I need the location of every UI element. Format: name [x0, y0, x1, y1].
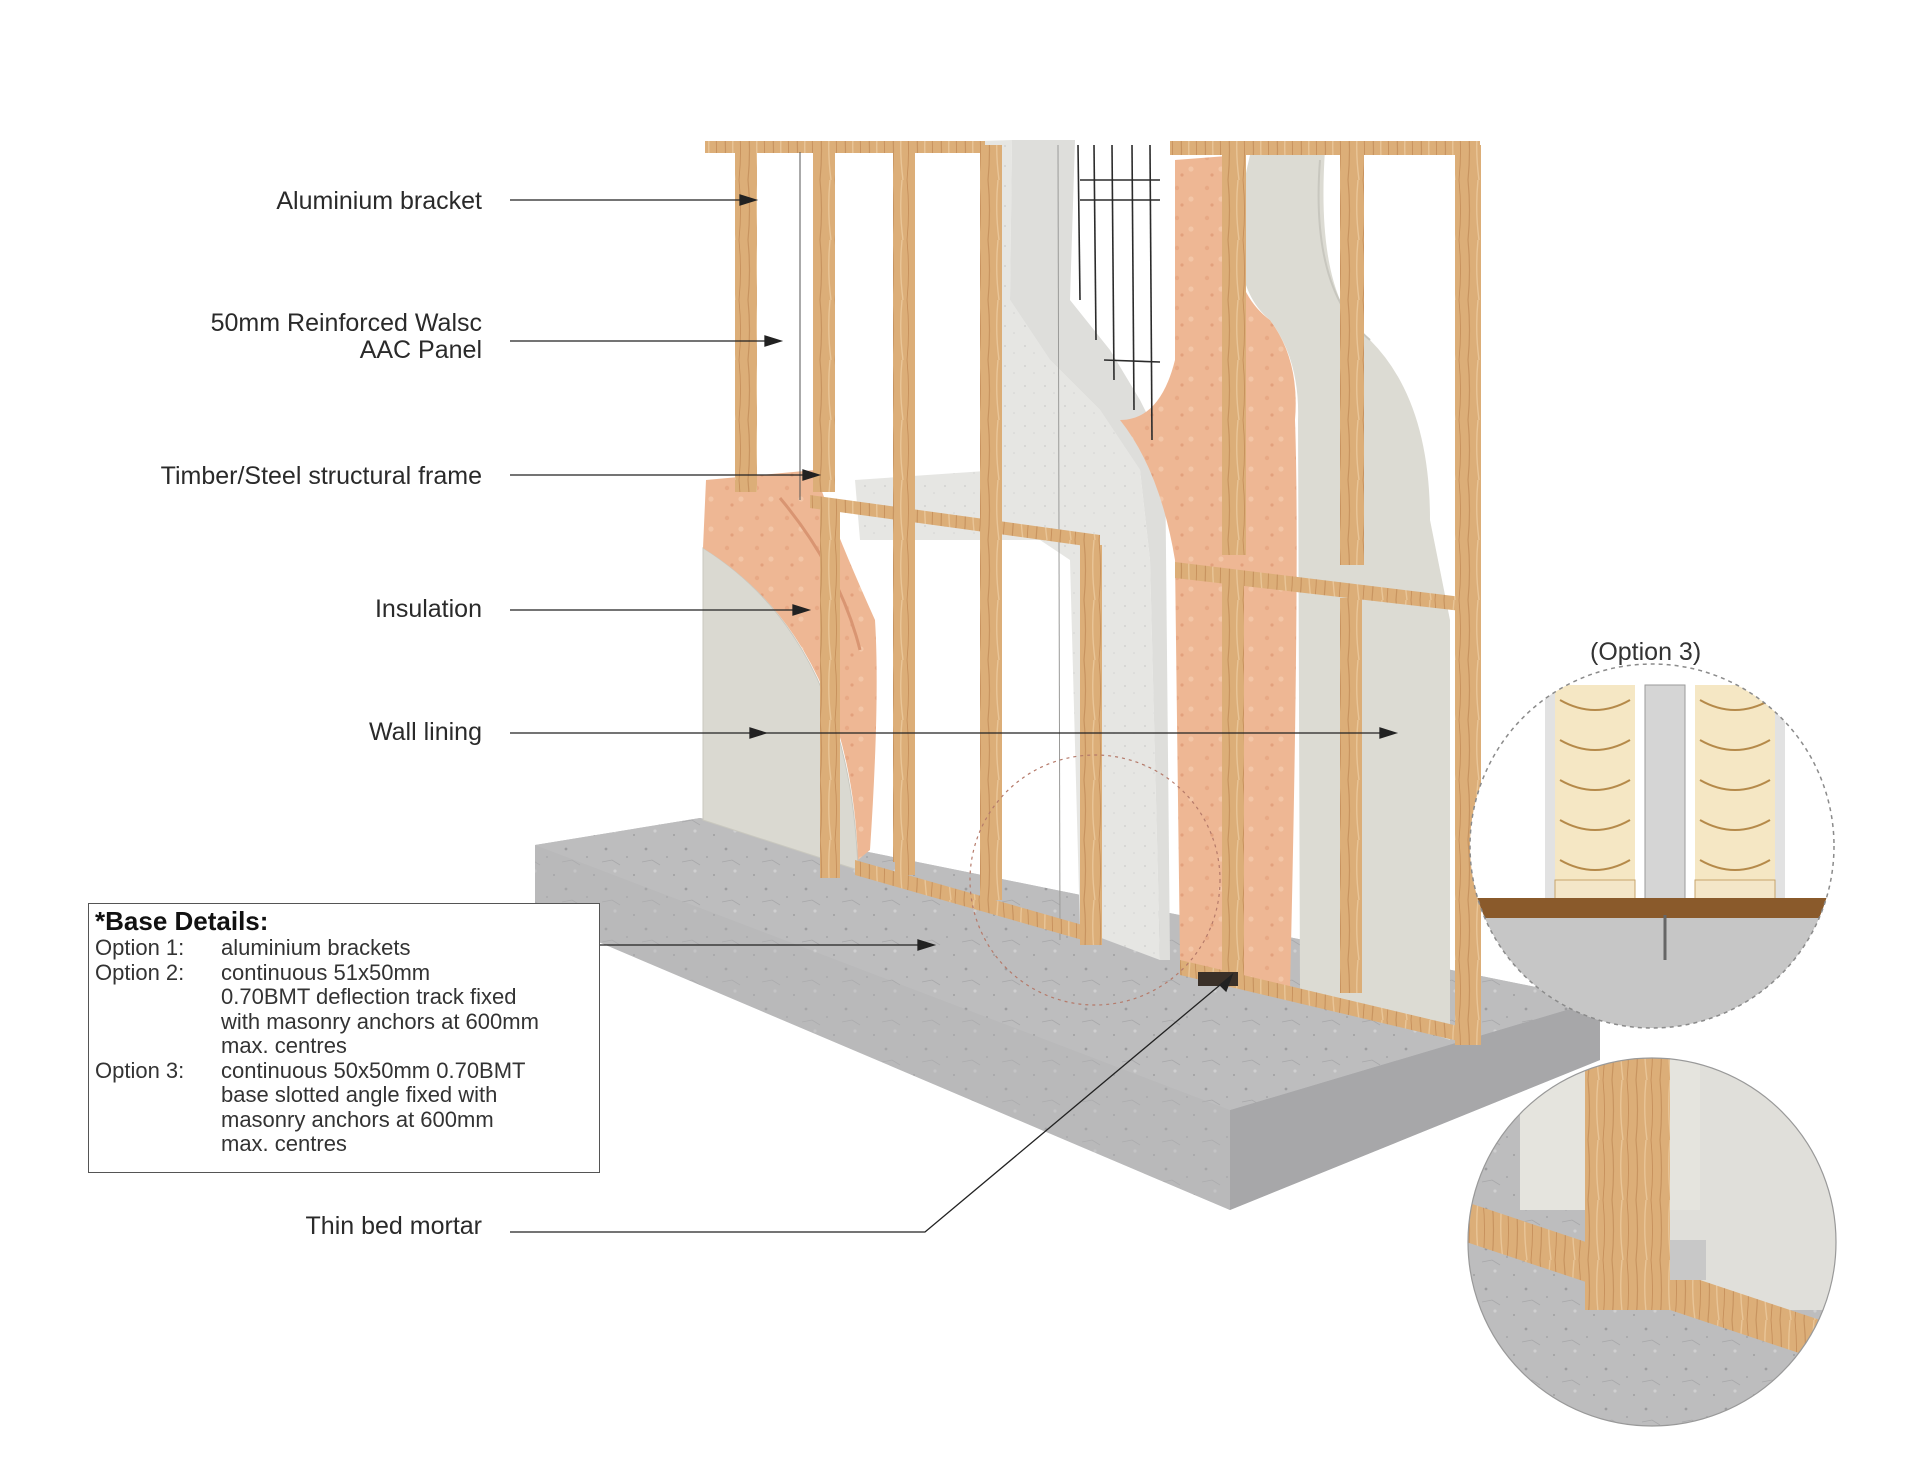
option-key: Option 2: — [95, 959, 185, 985]
base-option-3: Option 3: continuous 50x50mm 0.70BMT bas… — [95, 1057, 593, 1157]
zoom-indicator — [969, 754, 1221, 1006]
option-line: with masonry anchors at 600mm — [221, 1008, 539, 1034]
detail-circle-corner — [1467, 1057, 1837, 1427]
label-insulation: Insulation — [374, 595, 482, 623]
label-structural-frame: Timber/Steel structural frame — [160, 462, 482, 490]
option-text: continuous 51x50mm 0.70BMT deflection tr… — [221, 959, 593, 1059]
option-text: aluminium brackets — [221, 935, 593, 961]
option-line: masonry anchors at 600mm — [221, 1106, 494, 1132]
base-details-title: *Base Details: — [95, 906, 269, 936]
option-line: max. centres — [221, 1033, 347, 1058]
option-key: Option 3: — [95, 1057, 185, 1083]
reinforcing-mesh — [1077, 144, 1161, 441]
aac-panel — [705, 140, 1170, 960]
label-wall-lining: Wall lining — [368, 718, 482, 746]
base-option-2: Option 2: continuous 51x50mm 0.70BMT def… — [95, 959, 593, 1059]
option-line: 0.70BMT deflection track fixed — [221, 984, 517, 1009]
label-aac-panel-line1: 50mm Reinforced Walsc — [210, 309, 482, 337]
option-text: continuous 50x50mm 0.70BMT base slotted … — [221, 1057, 593, 1157]
label-aac-panel-line2: AAC Panel — [359, 336, 482, 364]
concrete-slab — [535, 818, 1600, 1210]
leader-lines — [510, 194, 1399, 1233]
option-line: max. centres — [221, 1131, 347, 1156]
label-thin-bed-mortar: Thin bed mortar — [305, 1212, 482, 1240]
option-line: continuous 51x50mm — [221, 959, 431, 985]
detail-circle-option3 — [1469, 663, 1835, 1029]
label-aluminium-bracket: Aluminium bracket — [276, 187, 482, 215]
base-details-box: *Base Details: Option 1: aluminium brack… — [88, 903, 600, 1173]
option-line: continuous 50x50mm 0.70BMT — [221, 1057, 526, 1083]
base-option-1: Option 1: aluminium brackets — [95, 935, 593, 961]
timber-frame-right — [1170, 141, 1481, 1045]
option-line: aluminium brackets — [221, 935, 411, 960]
option-line: base slotted angle fixed with — [221, 1082, 498, 1107]
label-aac-panel: 50mm Reinforced Walsc AAC Panel — [211, 310, 482, 364]
label-option3: (Option 3) — [1590, 638, 1702, 666]
option-key: Option 1: — [95, 935, 185, 960]
timber-frame-left — [705, 141, 1102, 945]
